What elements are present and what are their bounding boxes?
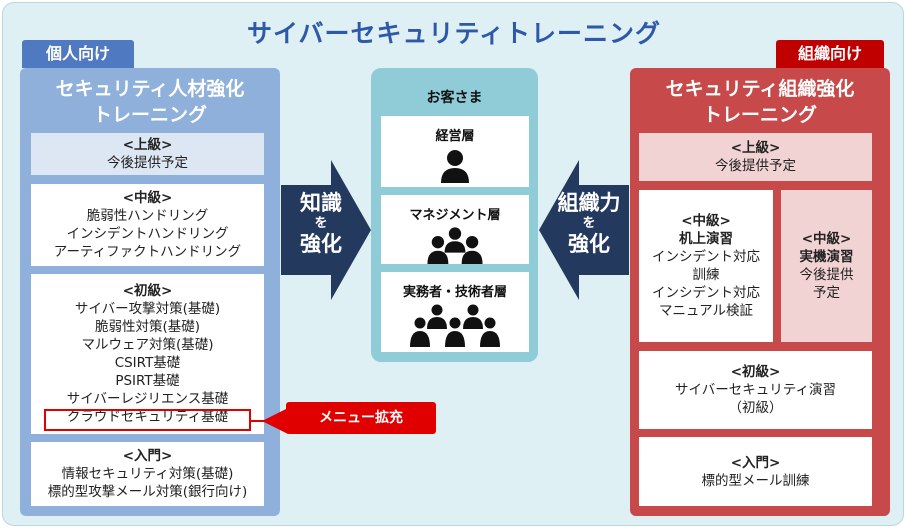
course-item: インシデントハンドリング: [66, 226, 229, 242]
course-item: 今後提供: [799, 267, 854, 283]
level-heading: <上級>: [122, 137, 173, 153]
individual-advanced-box: <上級> 今後提供予定: [31, 133, 264, 175]
level-text: 今後提供予定: [715, 158, 796, 174]
organization-title-line1: セキュリティ組織強化: [665, 78, 855, 100]
menu-expansion-callout: メニュー拡充: [286, 402, 436, 434]
organization-tag: 組織向け: [776, 40, 884, 68]
management-box: マネジメント層: [381, 195, 529, 264]
course-item: サイバーセキュリティ演習: [675, 382, 836, 398]
course-item: （初級）: [728, 400, 783, 416]
individual-panel-title: セキュリティ人材強化 トレーニング: [20, 76, 280, 128]
arrow-text-line3: 強化: [568, 232, 610, 256]
exercise-type: 机上演習: [679, 231, 733, 247]
course-item: 予定: [813, 285, 840, 301]
management-label: マネジメント層: [409, 208, 501, 223]
callout-connector: [251, 420, 265, 422]
level-text: 今後提供予定: [107, 155, 188, 171]
callout-pointer: [262, 408, 288, 434]
crowd-icon: [410, 304, 500, 347]
organization-advanced-box: <上級> 今後提供予定: [639, 133, 872, 181]
course-item: 情報セキュリティ対策(基礎): [61, 466, 234, 482]
individual-tag: 個人向け: [22, 40, 134, 68]
arrow-text-line1: 知識: [300, 191, 342, 215]
course-item-new: クラウドセキュリティ基礎: [66, 409, 229, 425]
practitioner-box: 実務者・技術者層: [381, 272, 529, 352]
course-item: インシデント対応: [652, 285, 760, 301]
organization-panel-title: セキュリティ組織強化 トレーニング: [630, 76, 890, 128]
course-item: PSIRT基礎: [115, 373, 180, 389]
organization-live-exercise-box: <中級> 実機演習 今後提供 予定: [781, 190, 872, 342]
course-item: 脆弱性対策(基礎): [94, 319, 201, 335]
individual-title-line1: セキュリティ人材強化: [55, 78, 245, 100]
organization-arrow-label: 組織力 を 強化: [549, 191, 629, 257]
individual-beginner-box: <初級> サイバー攻撃対策(基礎) 脆弱性対策(基礎) マルウェア対策(基礎) …: [31, 274, 264, 434]
course-item: サイバーレジリエンス基礎: [66, 391, 229, 407]
course-item: マルウェア対策(基礎): [81, 337, 214, 353]
course-item: マニュアル検証: [658, 303, 754, 319]
level-heading: <中級>: [801, 231, 852, 247]
course-item: 標的型メール訓練: [701, 472, 810, 489]
executive-box: 経営層: [381, 116, 529, 187]
organization-intro-box: <入門> 標的型メール訓練: [639, 437, 872, 506]
organization-desk-exercise-box: <中級> 机上演習 インシデント対応 訓練 インシデント対応 マニュアル検証: [639, 190, 773, 342]
organization-beginner-box: <初級> サイバーセキュリティ演習 （初級）: [639, 351, 872, 429]
knowledge-arrow-label: 知識 を 強化: [286, 191, 356, 257]
arrow-text-line3: 強化: [300, 232, 342, 256]
practitioner-label: 実務者・技術者層: [402, 285, 507, 300]
course-item: 標的型攻撃メール対策(銀行向け): [47, 484, 248, 500]
individual-intermediate-box: <中級> 脆弱性ハンドリング インシデントハンドリング アーティファクトハンドリ…: [31, 184, 264, 266]
course-item: CSIRT基礎: [114, 355, 181, 371]
level-heading: <初級>: [730, 364, 781, 380]
course-item: アーティファクトハンドリング: [53, 244, 242, 260]
individual-intro-box: <入門> 情報セキュリティ対策(基礎) 標的型攻撃メール対策(銀行向け): [31, 442, 264, 506]
course-item: 脆弱性ハンドリング: [86, 208, 209, 224]
person-icon: [441, 150, 469, 183]
level-heading: <入門>: [122, 448, 173, 464]
level-heading: <中級>: [681, 213, 731, 229]
customer-title: お客さま: [426, 90, 483, 106]
course-item: 訓練: [692, 267, 720, 283]
page-title: サイバーセキュリティトレーニング: [246, 19, 661, 48]
level-heading: <上級>: [730, 140, 781, 156]
arrow-text-line1: 組織力: [557, 191, 621, 215]
arrow-text-line2: を: [582, 216, 596, 231]
group-icon: [427, 227, 483, 264]
level-heading: <初級>: [122, 283, 173, 299]
new-course-highlight: [44, 409, 251, 431]
course-item: インシデント対応: [652, 249, 760, 265]
level-heading: <入門>: [730, 454, 781, 471]
level-heading: <中級>: [122, 190, 173, 206]
individual-title-line2: トレーニング: [92, 104, 207, 126]
exercise-type: 実機演習: [799, 249, 854, 265]
organization-arrow: [539, 160, 629, 300]
knowledge-arrow: [281, 160, 371, 300]
executive-label: 経営層: [435, 129, 475, 144]
organization-title-line2: トレーニング: [702, 104, 817, 126]
arrow-text-line2: を: [314, 216, 328, 231]
course-item: サイバー攻撃対策(基礎): [74, 301, 221, 317]
